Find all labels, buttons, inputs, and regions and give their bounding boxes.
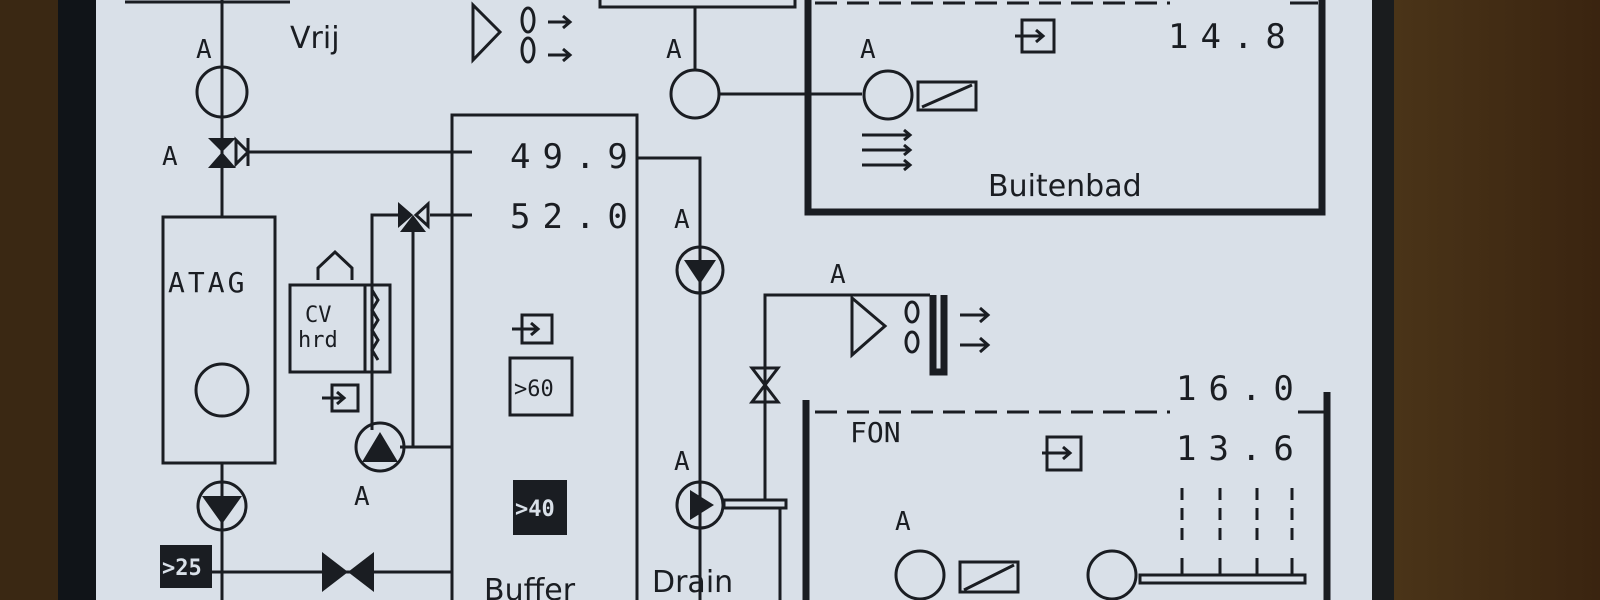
hrd-label: hrd <box>298 328 338 353</box>
auto-label: A <box>666 35 682 65</box>
enter-icon[interactable] <box>512 313 554 345</box>
buffer-top-reading: 49.9 <box>510 137 640 177</box>
badge-gt25: >25 <box>160 545 212 588</box>
svg-text:>40: >40 <box>515 497 555 522</box>
auto-label: A <box>895 507 911 537</box>
vrij-label: Vrij <box>290 21 340 56</box>
monitor-bezel-right <box>1394 0 1600 600</box>
top-box <box>598 0 797 9</box>
pump-icon[interactable] <box>669 68 721 120</box>
buitenbad-label: Buitenbad <box>988 169 1142 204</box>
auto-label: A <box>674 205 690 235</box>
pump-icon[interactable] <box>196 480 248 532</box>
heater-icon[interactable] <box>916 80 978 112</box>
atag-label: ATAG <box>168 266 247 299</box>
auto-label: A <box>830 260 846 290</box>
buitenbad-temp: 14.8 <box>1168 17 1298 57</box>
flow-arrows-icon <box>862 128 913 172</box>
buffer-tank[interactable] <box>450 113 639 600</box>
fan-icon[interactable] <box>850 294 991 376</box>
auto-label: A <box>674 447 690 477</box>
fon-label: FON <box>850 416 901 449</box>
drain-label: Drain <box>652 565 733 600</box>
auto-label: A <box>354 482 370 512</box>
pump-icon[interactable] <box>862 69 914 121</box>
enter-icon[interactable] <box>322 383 360 413</box>
svg-text:>60: >60 <box>514 377 554 402</box>
pump-icon[interactable] <box>354 421 406 473</box>
pump-icon[interactable] <box>195 65 249 119</box>
auto-label: A <box>196 35 212 65</box>
fon-setpoint: 16.0 <box>1176 369 1306 409</box>
auto-label: A <box>860 35 876 65</box>
enter-icon[interactable] <box>1042 435 1083 472</box>
monitor-frame-right <box>1372 0 1394 600</box>
svg-text:>25: >25 <box>162 556 202 581</box>
atag-boiler[interactable] <box>161 215 277 465</box>
pump-icon[interactable] <box>675 245 725 295</box>
three-way-valve-icon[interactable] <box>398 200 430 232</box>
buitenbad-pool[interactable] <box>804 0 1326 216</box>
fon-temp: 13.6 <box>1176 429 1306 469</box>
buffer-label: Buffer <box>484 573 576 600</box>
fan-icon[interactable] <box>471 1 573 64</box>
sprinkler-icon <box>1138 488 1307 585</box>
badge-gt60: >60 <box>508 356 574 417</box>
pump-icon[interactable] <box>894 549 946 600</box>
cv-label: CV <box>305 303 332 328</box>
pump-icon[interactable] <box>1086 549 1138 600</box>
monitor-bezel-left <box>0 0 60 600</box>
valve-icon[interactable] <box>748 366 782 404</box>
buffer-mid-reading: 52.0 <box>510 197 640 237</box>
valve-icon[interactable] <box>322 552 374 592</box>
auto-label: A <box>162 142 178 172</box>
monitor-frame-left <box>58 0 96 600</box>
enter-icon[interactable] <box>1015 18 1056 54</box>
chimney-up-icon <box>316 249 354 280</box>
badge-gt40: >40 <box>513 480 567 535</box>
valve-icon[interactable] <box>208 136 251 168</box>
heater-icon[interactable] <box>958 560 1020 594</box>
